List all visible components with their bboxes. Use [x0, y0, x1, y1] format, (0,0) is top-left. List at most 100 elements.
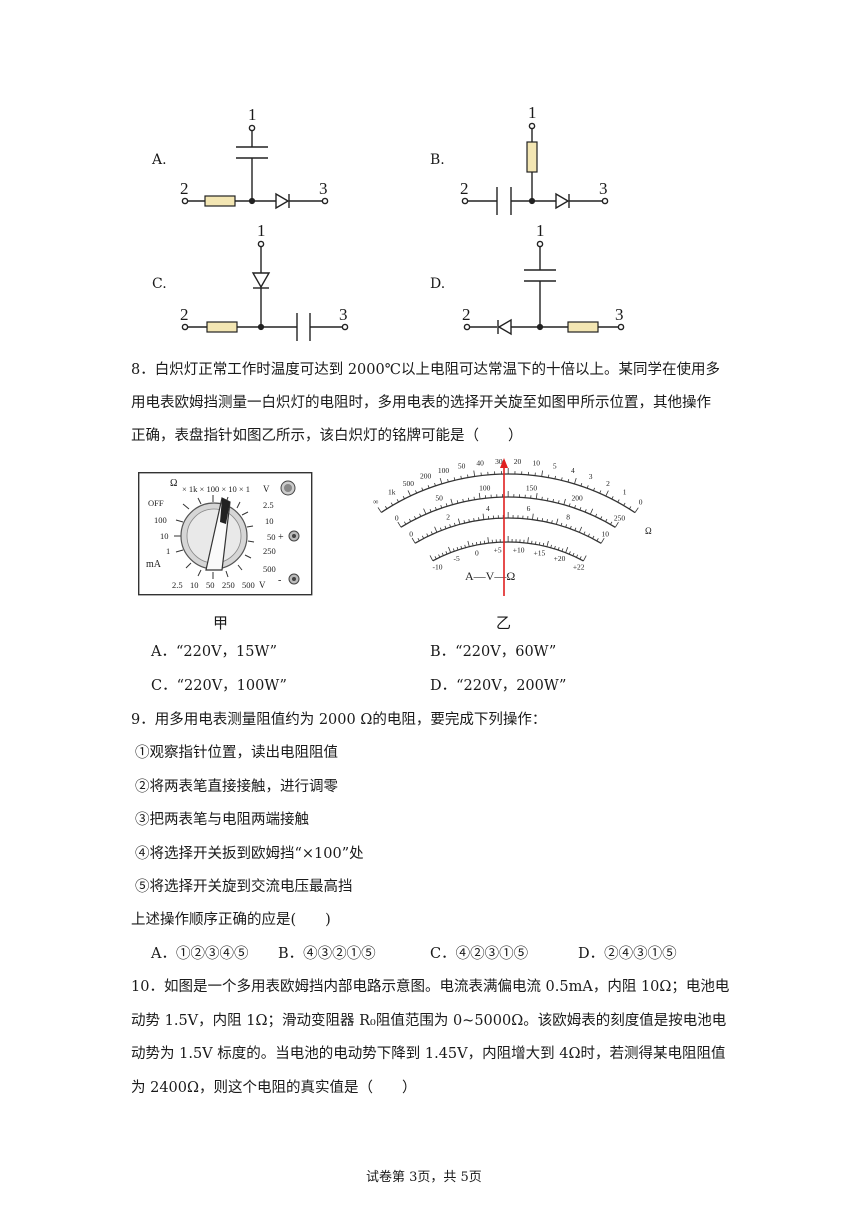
- q9-option-c[interactable]: C．④②③①⑤: [430, 946, 529, 962]
- dial-label: 50: [206, 580, 215, 590]
- meter-tick: [555, 518, 559, 525]
- meter-tick: [454, 522, 456, 526]
- q8-option-d[interactable]: D．“220V，200W”: [430, 678, 567, 694]
- meter-tick: [623, 502, 626, 506]
- terminal-label: 2: [180, 179, 189, 198]
- terminal-label: 2: [462, 305, 471, 324]
- meter-tick: [595, 513, 598, 517]
- meter-tick: [468, 519, 470, 523]
- dial-label: 10: [160, 531, 169, 541]
- meter-unit: Ω: [645, 526, 652, 536]
- meter-tick: [456, 500, 459, 504]
- meter-tick: [634, 507, 639, 513]
- q10-line-4: 为 2400Ω，则这个电阻的真实值是（ ）: [131, 1080, 417, 1096]
- meter-tick: [567, 479, 570, 483]
- meter-tick: [421, 487, 424, 491]
- q10-line-1: 10．如图是一个多用表欧姆挡内部电路示意图。电流表满偏电流 0.5mA，内阻 1…: [131, 979, 730, 995]
- q9-step: ②将两表笔直接接触，进行调零: [135, 779, 338, 795]
- circuit-options-figure: 1 2 3 1 2 3 1 2 3 1 2 3: [180, 103, 625, 341]
- selector-switch-figure: Ω × 1k × 100 × 10 × 1 OFF 100 10 1 mA 2.…: [138, 472, 313, 596]
- q9-step: ⑤将选择开关旋到交流电压最高挡: [135, 879, 353, 895]
- meter-tick: [450, 498, 453, 505]
- terminal-label: 1: [536, 221, 545, 240]
- dial-label: 250: [222, 580, 235, 590]
- q9-option-a[interactable]: A．①②③④⑤: [151, 946, 249, 962]
- meter-tick: [629, 506, 632, 510]
- meter-tick: [419, 513, 422, 517]
- meter-tick: [453, 477, 456, 481]
- meter-scale-label: 150: [526, 483, 538, 492]
- meter-tick: [563, 498, 566, 505]
- meter-scale-label: 1: [623, 488, 627, 497]
- q8-line-3: 正确，表盘指针如图乙所示，该白炽灯的铭牌可能是（ ）: [131, 428, 523, 444]
- meter-tick: [448, 546, 452, 553]
- dial-label: 2.5: [172, 580, 183, 590]
- meter-tick: [434, 506, 437, 511]
- figure-jia-caption: 甲: [213, 614, 229, 632]
- meter-tick: [397, 521, 402, 528]
- meter-tick: [579, 556, 582, 560]
- meter-scale-label: 3: [589, 472, 593, 481]
- meter-tick: [574, 505, 576, 509]
- terminal-label: 2: [180, 305, 189, 324]
- meter-scale-label: 10: [532, 459, 540, 468]
- meter-tick: [452, 548, 455, 552]
- option-c-label: C.: [152, 276, 167, 292]
- meter-scale-label: +10: [513, 545, 525, 554]
- meter-tick: [605, 518, 608, 522]
- meter-tick: [546, 540, 549, 547]
- dial-label: 500: [263, 564, 276, 574]
- meter-tick: [535, 541, 537, 545]
- q9-stem: 9．用多用电表测量阻值约为 2000 Ω的电阻，要完成下列操作：: [131, 712, 547, 728]
- meter-tick: [611, 496, 614, 500]
- meter-scale-label: 30: [495, 457, 503, 466]
- q10-line-2: 动势 1.5V，内阻 1Ω；滑动变阻器 R₀阻值范围为 0~5000Ω。该欧姆表…: [131, 1013, 727, 1029]
- meter-tick: [552, 498, 554, 503]
- meter-tick: [561, 548, 564, 552]
- q9-question: 上述操作顺序正确的应是( ): [131, 912, 331, 928]
- q9-step: ③把两表笔与电阻两端接触: [135, 812, 309, 828]
- meter-tick: [541, 470, 543, 477]
- terminal-label: 1: [257, 221, 266, 240]
- meter-tick: [617, 499, 620, 503]
- meter-tick: [462, 498, 464, 502]
- v-symbol: V: [263, 484, 270, 494]
- meter-scale-label: 2: [446, 513, 450, 522]
- meter-tick: [546, 519, 548, 523]
- meter-tick: [546, 497, 549, 501]
- meter-scale-label: 0: [409, 529, 413, 538]
- q8-line-2: 用电表欧姆挡测量一白炽灯的电阻时，多用电表的选择开关旋至如图甲所示位置，其他操作: [131, 395, 711, 411]
- meter-scale-label: 200: [572, 494, 584, 503]
- q8-option-a[interactable]: A．“220V，15W”: [151, 644, 278, 660]
- meter-tick: [600, 516, 603, 520]
- meter-tick: [535, 492, 538, 500]
- q8-option-c[interactable]: C．“220V，100W”: [151, 678, 287, 694]
- q9-option-d[interactable]: D．②④③①⑤: [578, 946, 677, 962]
- dial-label: 10: [265, 516, 274, 526]
- meter-tick: [402, 495, 405, 500]
- meter-scale-label: +22: [573, 563, 585, 572]
- meter-scale-label: +20: [554, 554, 566, 563]
- q9-option-b[interactable]: B．④③②①⑤: [278, 946, 376, 962]
- meter-tick: [583, 555, 587, 562]
- meter-scale-label: 50: [458, 462, 466, 471]
- meter-tick: [429, 555, 434, 561]
- meter-tick: [596, 538, 599, 542]
- q8-option-b[interactable]: B．“220V，60W”: [430, 644, 557, 660]
- meter-tick: [565, 524, 567, 528]
- figure-yi-caption: 乙: [496, 614, 512, 632]
- meter-tick: [449, 524, 451, 528]
- meter-tick: [565, 546, 569, 553]
- terminal-label: 1: [528, 103, 537, 122]
- meter-tick: [408, 518, 412, 522]
- meter-tick: [467, 474, 469, 478]
- meter-tick: [445, 503, 448, 507]
- meter-tick: [482, 513, 485, 520]
- ohm-ranges: × 1k × 100 × 10 × 1: [182, 484, 250, 494]
- circuit-d: [463, 240, 625, 336]
- ohm-symbol: Ω: [170, 478, 177, 489]
- terminal-label: 3: [339, 305, 348, 324]
- option-d-label: D.: [430, 276, 446, 292]
- meter-tick: [390, 502, 394, 506]
